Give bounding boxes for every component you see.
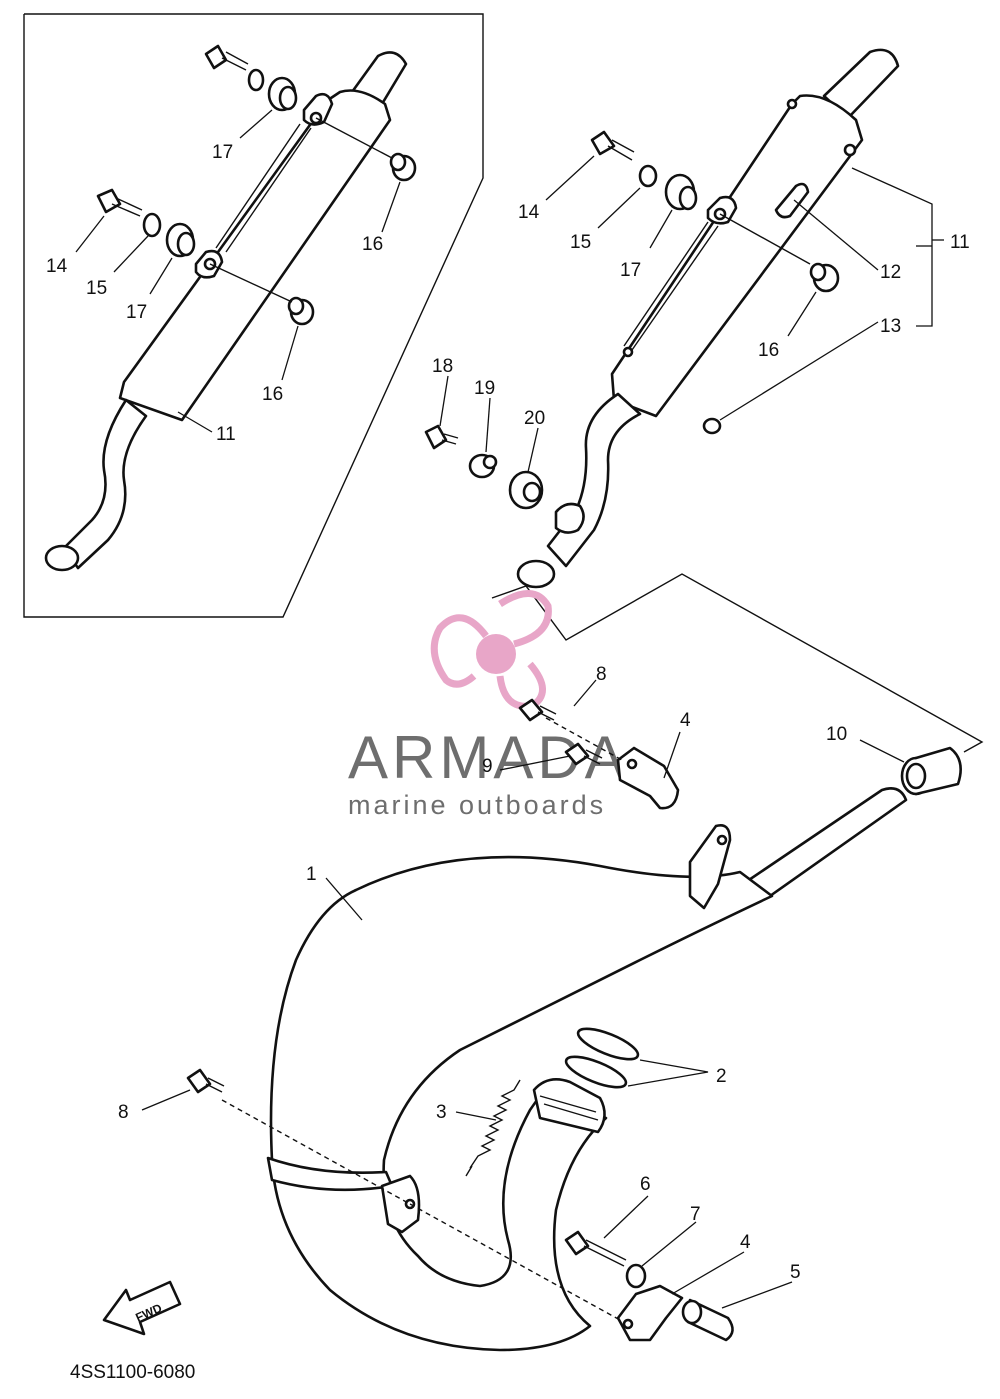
grommet-16: [809, 262, 840, 293]
collar-19: [468, 453, 498, 479]
spring-3: [465, 1079, 521, 1177]
bolt-8-lower: [186, 1068, 225, 1094]
callout-4-upper: 4: [680, 710, 691, 731]
callout-3: 3: [436, 1102, 447, 1123]
inset-collar-17-top: [267, 76, 298, 112]
assembly-guide-line: [491, 573, 984, 753]
inset-washer-15: [142, 212, 162, 238]
bracket-4-lower: [616, 1284, 684, 1342]
callout-15: 15: [570, 232, 591, 253]
inset-collar-17: [165, 222, 196, 258]
bolt-9: [564, 742, 603, 766]
callout-2: 2: [716, 1066, 727, 1087]
inset-muffler: [44, 51, 408, 572]
watermark-tagline: marine outboards: [348, 790, 606, 820]
collar-5: [681, 1298, 734, 1342]
callout-17-inset-top: 17: [212, 142, 233, 163]
callout-11: 11: [950, 232, 970, 253]
callout-8-lower: 8: [118, 1102, 129, 1123]
inset-washer-top: [247, 68, 265, 92]
bracket-4-upper: [616, 746, 680, 810]
armada-watermark: ARMADA marine outboards: [348, 590, 625, 820]
bolt-14: [590, 130, 635, 161]
callout-4-lower: 4: [740, 1232, 751, 1253]
callout-9: 9: [482, 756, 493, 777]
exhaust-pipe-1: [266, 787, 908, 1352]
inset-grommet-16-top: [389, 152, 417, 182]
callout-17: 17: [620, 260, 641, 281]
callout-19: 19: [474, 378, 495, 399]
bolt-6: [564, 1230, 627, 1267]
drawing-code: 4SS1100-6080: [70, 1362, 195, 1383]
main-muffler: [516, 48, 900, 589]
callout-6: 6: [640, 1174, 651, 1195]
callout-18: 18: [432, 356, 453, 377]
bolt-18: [424, 424, 459, 450]
callout-15-inset: 15: [86, 278, 107, 299]
callout-16: 16: [758, 340, 779, 361]
callout-14-inset: 14: [46, 256, 68, 277]
washer-7: [625, 1263, 647, 1289]
inset-panel: 17 14 15 17 16 16 11: [23, 13, 484, 618]
washer-15: [638, 164, 658, 188]
callout-14: 14: [518, 202, 540, 223]
callout-16-inset-top: 16: [362, 234, 383, 255]
bolt-8-upper: [518, 698, 557, 722]
inset-bolt-14: [96, 188, 143, 217]
callout-5: 5: [790, 1262, 801, 1283]
inset-bolt-top: [204, 44, 249, 71]
callout-13: 13: [880, 316, 901, 337]
callout-12: 12: [880, 262, 901, 283]
callout-11-inset: 11: [216, 424, 236, 445]
callout-20: 20: [524, 408, 545, 429]
gaskets-2: [564, 1027, 640, 1089]
callout-1: 1: [306, 864, 317, 885]
armada-propeller-logo: [430, 590, 552, 710]
grommet-20: [508, 470, 544, 510]
inset-grommet-16-lower: [287, 296, 315, 326]
callout-17-inset-lower: 17: [126, 302, 147, 323]
callout-16-inset-lower: 16: [262, 384, 283, 405]
clamp-10: [900, 746, 962, 796]
collar-17: [664, 173, 698, 211]
callout-8-upper: 8: [596, 664, 607, 685]
callout-7: 7: [690, 1204, 701, 1225]
callout-10: 10: [826, 724, 847, 745]
fwd-arrow: FWD: [102, 1280, 182, 1336]
